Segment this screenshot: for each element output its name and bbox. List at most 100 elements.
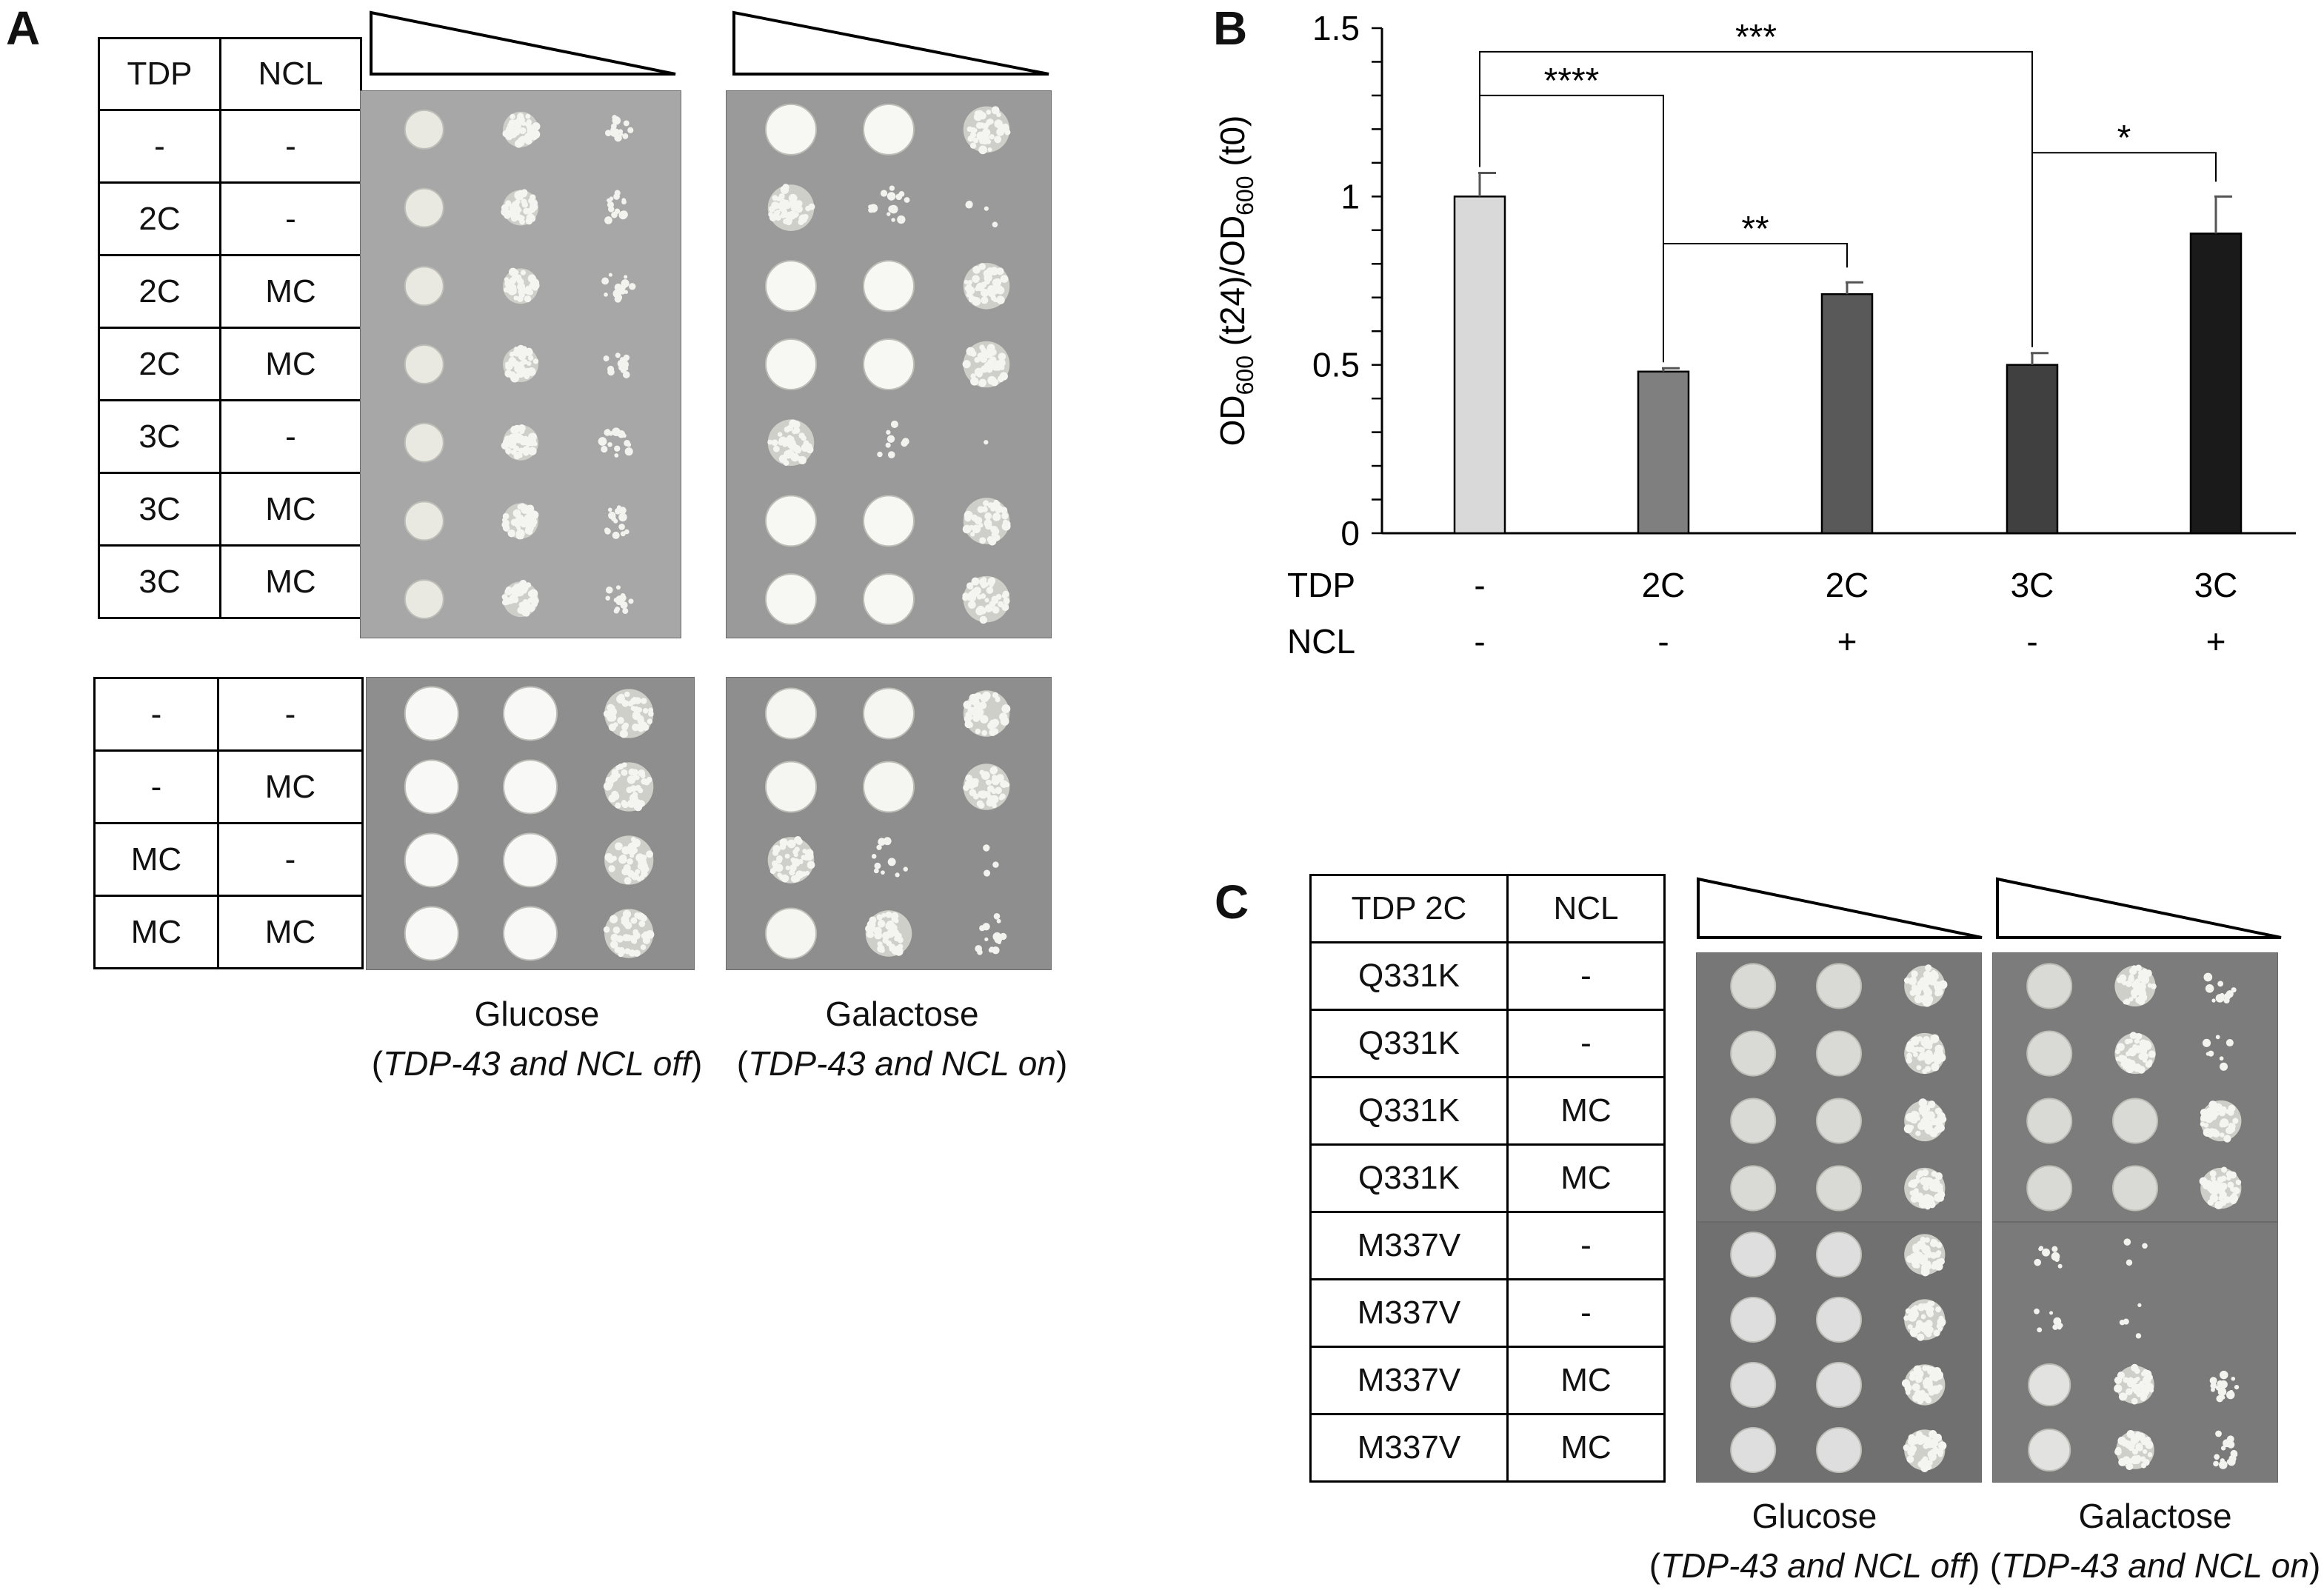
- caption-galactose-a: Galactose (TDP-43 and NCL on): [717, 989, 1087, 1088]
- cell-ncl: MC: [1506, 1143, 1666, 1213]
- cell-tdp: 3C: [98, 544, 221, 619]
- caption-paren-open: (: [736, 1043, 749, 1083]
- cell-ncl: -: [217, 822, 364, 897]
- x-tick-label-tdp: -: [1474, 566, 1485, 604]
- x-tick-label-ncl: +: [2206, 622, 2226, 661]
- header-ncl: NCL: [1506, 874, 1666, 943]
- caption-paren-close: ): [2308, 1546, 2321, 1585]
- caption-paren-close: ): [1968, 1546, 1980, 1585]
- significance-label: ***: [1735, 18, 1777, 57]
- cell-ncl: MC: [219, 472, 362, 547]
- glucose-plate-bottom: [366, 677, 695, 970]
- cell-tdp: Q331K: [1309, 1143, 1509, 1213]
- galactose-plate-m337v: [1992, 1222, 2278, 1483]
- cell-tdp: 2C: [98, 181, 221, 256]
- x-tick-label-tdp: 2C: [1826, 566, 1869, 604]
- significance-label: **: [1741, 210, 1769, 249]
- x-tick-label-tdp: 3C: [2011, 566, 2054, 604]
- cell-ncl: MC: [219, 254, 362, 329]
- cell-ncl: MC: [1506, 1413, 1666, 1483]
- cell-ncl: MC: [1506, 1346, 1666, 1415]
- significance-label: *: [2117, 118, 2131, 158]
- caption-medium: Galactose: [825, 995, 979, 1033]
- caption-paren-open: (: [1989, 1546, 2002, 1585]
- caption-paren-close: ): [690, 1043, 703, 1083]
- cell-tdp: MC: [93, 895, 219, 969]
- cell-tdp: -: [93, 677, 219, 752]
- significance-bracket: *: [2031, 118, 2217, 347]
- caption-paren-open: (: [1649, 1546, 1661, 1585]
- bar: [1637, 370, 1690, 535]
- cell-ncl: -: [219, 181, 362, 256]
- dilution-wedge-glucose: [370, 10, 676, 76]
- caption-condition: TDP-43 and NCL off: [383, 1043, 691, 1083]
- cell-tdp: Q331K: [1309, 1076, 1509, 1146]
- cell-tdp: Q331K: [1309, 941, 1509, 1011]
- caption-paren-close: ): [1055, 1043, 1068, 1083]
- cell-ncl: -: [1506, 1211, 1666, 1280]
- bar: [1453, 196, 1506, 535]
- x-tick-label-ncl: -: [1474, 622, 1485, 661]
- bar: [2006, 364, 2059, 535]
- cell-ncl: -: [1506, 941, 1666, 1011]
- x-tick-label-ncl: -: [2026, 622, 2037, 661]
- cell-ncl: -: [1506, 1009, 1666, 1078]
- header-tdp: TDP: [98, 37, 221, 111]
- glucose-plate-q331k: [1696, 952, 1982, 1222]
- x-row-label: NCL: [1287, 622, 1355, 661]
- y-tick-label: 0: [1340, 514, 1360, 552]
- significance-bracket: **: [1663, 210, 1848, 363]
- caption-glucose-a: Glucose (TDP-43 and NCL off): [348, 989, 726, 1088]
- caption-medium: Glucose: [1752, 1497, 1877, 1535]
- galactose-plate-top: [726, 90, 1052, 638]
- panel-label-c: C: [1215, 875, 1249, 929]
- dilution-wedge-galactose: [732, 10, 1049, 76]
- significance-bracket: ****: [1479, 61, 1664, 354]
- caption-medium: Galactose: [2078, 1497, 2232, 1535]
- x-tick-label-ncl: +: [1837, 622, 1857, 661]
- cell-ncl: MC: [219, 544, 362, 619]
- cell-ncl: -: [219, 109, 362, 184]
- header-ncl: NCL: [219, 37, 362, 111]
- cell-ncl: MC: [219, 327, 362, 401]
- dilution-wedge-glucose-c: [1697, 877, 1983, 939]
- cell-tdp: 2C: [98, 254, 221, 329]
- galactose-plate-bottom: [726, 677, 1052, 970]
- header-tdp-2c: TDP 2C: [1309, 874, 1509, 943]
- caption-condition: TDP-43 and NCL on: [2001, 1546, 2309, 1585]
- cell-ncl: MC: [1506, 1076, 1666, 1146]
- bar: [1820, 293, 1874, 535]
- dilution-wedge-galactose-c: [1996, 877, 2282, 939]
- glucose-plate-m337v: [1696, 1222, 1982, 1483]
- caption-glucose-c: Glucose (TDP-43 and NCL off): [1637, 1492, 1992, 1590]
- x-tick-label-ncl: -: [1657, 622, 1669, 661]
- cell-tdp: -: [98, 109, 221, 184]
- panel-label-a: A: [6, 1, 41, 55]
- x-tick-label-tdp: 3C: [2194, 566, 2238, 604]
- caption-condition: TDP-43 and NCL on: [748, 1043, 1056, 1083]
- cell-ncl: -: [217, 677, 364, 752]
- cell-tdp: 3C: [98, 472, 221, 547]
- galactose-plate-q331k: [1992, 952, 2278, 1222]
- caption-galactose-c: Galactose (TDP-43 and NCL on): [1985, 1492, 2324, 1590]
- caption-medium: Glucose: [474, 995, 600, 1033]
- cell-tdp: M337V: [1309, 1211, 1509, 1280]
- y-tick-label: 0.5: [1312, 346, 1360, 384]
- cell-ncl: -: [219, 399, 362, 474]
- bar: [2189, 233, 2243, 535]
- cell-tdp: MC: [93, 822, 219, 897]
- cell-ncl: MC: [217, 895, 364, 969]
- cell-tdp: Q331K: [1309, 1009, 1509, 1078]
- x-tick-label-tdp: 2C: [1642, 566, 1686, 604]
- caption-condition: TDP-43 and NCL off: [1660, 1546, 1969, 1585]
- cell-tdp: M337V: [1309, 1346, 1509, 1415]
- y-tick-label: 1.5: [1312, 9, 1360, 47]
- cell-tdp: 2C: [98, 327, 221, 401]
- y-tick-label: 1: [1340, 177, 1360, 216]
- cell-tdp: -: [93, 749, 219, 824]
- x-row-label: TDP: [1287, 566, 1355, 604]
